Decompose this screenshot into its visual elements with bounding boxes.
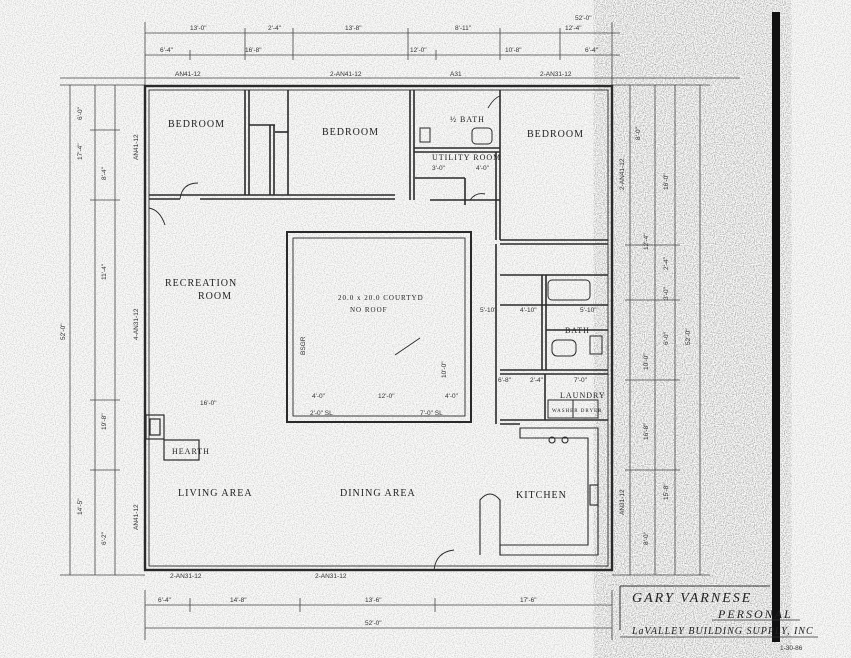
interior-dim-6: 2'-0" SL <box>310 410 333 417</box>
dim-right-5: 3'-0" <box>663 286 670 300</box>
window-tag-top-2: 2-AN41-12 <box>330 71 362 78</box>
title-date: 1-30-86 <box>780 645 803 652</box>
dim-top-10: 6'-4" <box>585 47 599 54</box>
room-label-living-area: LIVING AREA <box>178 488 253 499</box>
dim-top-total: 52'-0" <box>575 15 592 22</box>
window-tag-top-4: 2-AN31-12 <box>540 71 572 78</box>
room-label-laundry: LAUNDRY <box>560 391 606 400</box>
dim-right-6: 6'-0" <box>663 331 670 345</box>
title-client-name: GARY VARNESE <box>632 591 752 606</box>
scan-noise-right <box>610 0 775 658</box>
interior-dim-13: 6'-8" <box>498 377 512 384</box>
right-dimension-lines <box>612 84 710 576</box>
window-tag-bottom-2: 2-AN31-12 <box>315 573 347 580</box>
left-dimension-lines <box>60 84 145 576</box>
courtyard-walls <box>286 231 472 423</box>
title-company: LaVALLEY BUILDING SUPPLY, INC <box>631 626 814 637</box>
interior-dim-8: BSGR <box>300 336 307 355</box>
window-tag-left-3: AN41-12 <box>133 504 140 530</box>
dim-left-5: 52'-0" <box>60 323 67 340</box>
room-label-half-bath: ½ BATH <box>450 115 485 124</box>
room-label-recreation-1: RECREATION <box>165 278 237 289</box>
interior-dim-1: 4'-0" <box>312 393 326 400</box>
room-label-kitchen: KITCHEN <box>516 490 567 501</box>
dim-right-8: 16'-8" <box>643 423 650 440</box>
room-label-bedroom-1: BEDROOM <box>168 119 225 130</box>
dim-left-2: 8'-4" <box>101 166 108 180</box>
dim-top-1: 13'-0" <box>190 25 207 32</box>
dim-top-8: 12'-0" <box>410 47 427 54</box>
hearth-block <box>145 414 200 461</box>
laundry-appliance-label: WASHER DRYER <box>552 409 602 414</box>
window-tag-left-2: 4-AN31-12 <box>133 308 140 340</box>
dim-right-7: 10'-0" <box>643 353 650 370</box>
dim-top-7: 16'-8" <box>245 47 262 54</box>
interior-dim-5: 10'-0" <box>441 361 448 378</box>
title-block: GARY VARNESE PERSONAL LaVALLEY BUILDING … <box>619 585 818 652</box>
interior-dim-16: 5'-10" <box>580 307 597 314</box>
dim-left-6: 19'-8" <box>101 413 108 430</box>
room-label-bedroom-3: BEDROOM <box>527 129 584 140</box>
sheet-edge-bar <box>772 12 780 642</box>
window-tag-right-1: 2-AN41-12 <box>619 158 626 190</box>
interior-dim-14: 7'-0" <box>574 377 588 384</box>
interior-dim-9: 3'-0" <box>432 165 446 172</box>
courtyard-label-1: 20.0 x 20.0 COURTYD <box>338 294 424 302</box>
dim-right-4: 2'-4" <box>663 256 670 270</box>
interior-dim-11: 5'-10" <box>480 307 497 314</box>
room-label-bath: BATH <box>565 326 590 335</box>
kitchen-counters <box>479 427 599 556</box>
window-tag-left-1: AN41-12 <box>133 134 140 160</box>
interior-dim-15: 2'-4" <box>530 377 544 384</box>
dim-right-3: 12'-4" <box>643 233 650 250</box>
dim-left-7: 14'-5" <box>77 498 84 515</box>
interior-dim-4: 16'-0" <box>200 400 217 407</box>
window-tag-top-1: AN41-12 <box>175 71 201 78</box>
dim-right-10: 8'-0" <box>643 531 650 545</box>
dim-bottom-4: 17'-6" <box>520 597 537 604</box>
dim-left-4: 11'-4" <box>101 263 108 280</box>
dim-top-5: 12'-4" <box>565 25 582 32</box>
room-label-dining-area: DINING AREA <box>340 488 416 499</box>
dim-left-3: 17'-4" <box>77 143 84 160</box>
dim-top-2: 2'-4" <box>268 25 282 32</box>
window-tag-bottom-1: 2-AN31-12 <box>170 573 202 580</box>
dim-bottom-3: 13'-6" <box>365 597 382 604</box>
door-swings <box>148 95 501 571</box>
dim-bottom-total: 52'-0" <box>365 620 382 627</box>
room-label-recreation-2: ROOM <box>198 291 232 302</box>
dim-top-4: 8'-11" <box>455 25 472 32</box>
dim-right-9: 15'-8" <box>663 483 670 500</box>
label-hearth: HEARTH <box>172 447 210 456</box>
dim-right-2: 16'-0" <box>663 173 670 190</box>
dim-right-1: 8'-0" <box>635 126 642 140</box>
window-tag-right-2: AN31-12 <box>619 489 626 515</box>
dim-bottom-1: 6'-4" <box>158 597 172 604</box>
window-tag-top-3: A31 <box>450 71 462 78</box>
interior-dim-3: 4'-0" <box>445 393 459 400</box>
bottom-dimension-lines <box>144 590 613 640</box>
room-label-bedroom-2: BEDROOM <box>322 127 379 138</box>
title-subtitle: PERSONAL <box>717 607 793 621</box>
exterior-walls <box>143 84 614 572</box>
dim-left-8: 6'-2" <box>101 531 108 545</box>
interior-dim-10: 4'-0" <box>476 165 490 172</box>
interior-dim-2: 12'-0" <box>378 393 395 400</box>
bath-fixtures <box>419 127 603 419</box>
top-dimension-lines <box>60 22 740 90</box>
dim-right-total: 52'-0" <box>685 328 692 345</box>
dim-top-3: 13'-8" <box>345 25 362 32</box>
interior-dim-7: 7'-0" SL <box>420 410 443 417</box>
interior-dim-12: 4'-10" <box>520 307 537 314</box>
interior-walls <box>149 90 608 425</box>
courtyard-label-2: NO ROOF <box>350 306 388 314</box>
dim-left-1: 6'-0" <box>77 106 84 120</box>
room-label-utility: UTILITY ROOM <box>432 153 501 162</box>
dim-top-6: 6'-4" <box>160 47 174 54</box>
dim-top-9: 10'-8" <box>505 47 522 54</box>
dim-bottom-2: 14'-8" <box>230 597 247 604</box>
